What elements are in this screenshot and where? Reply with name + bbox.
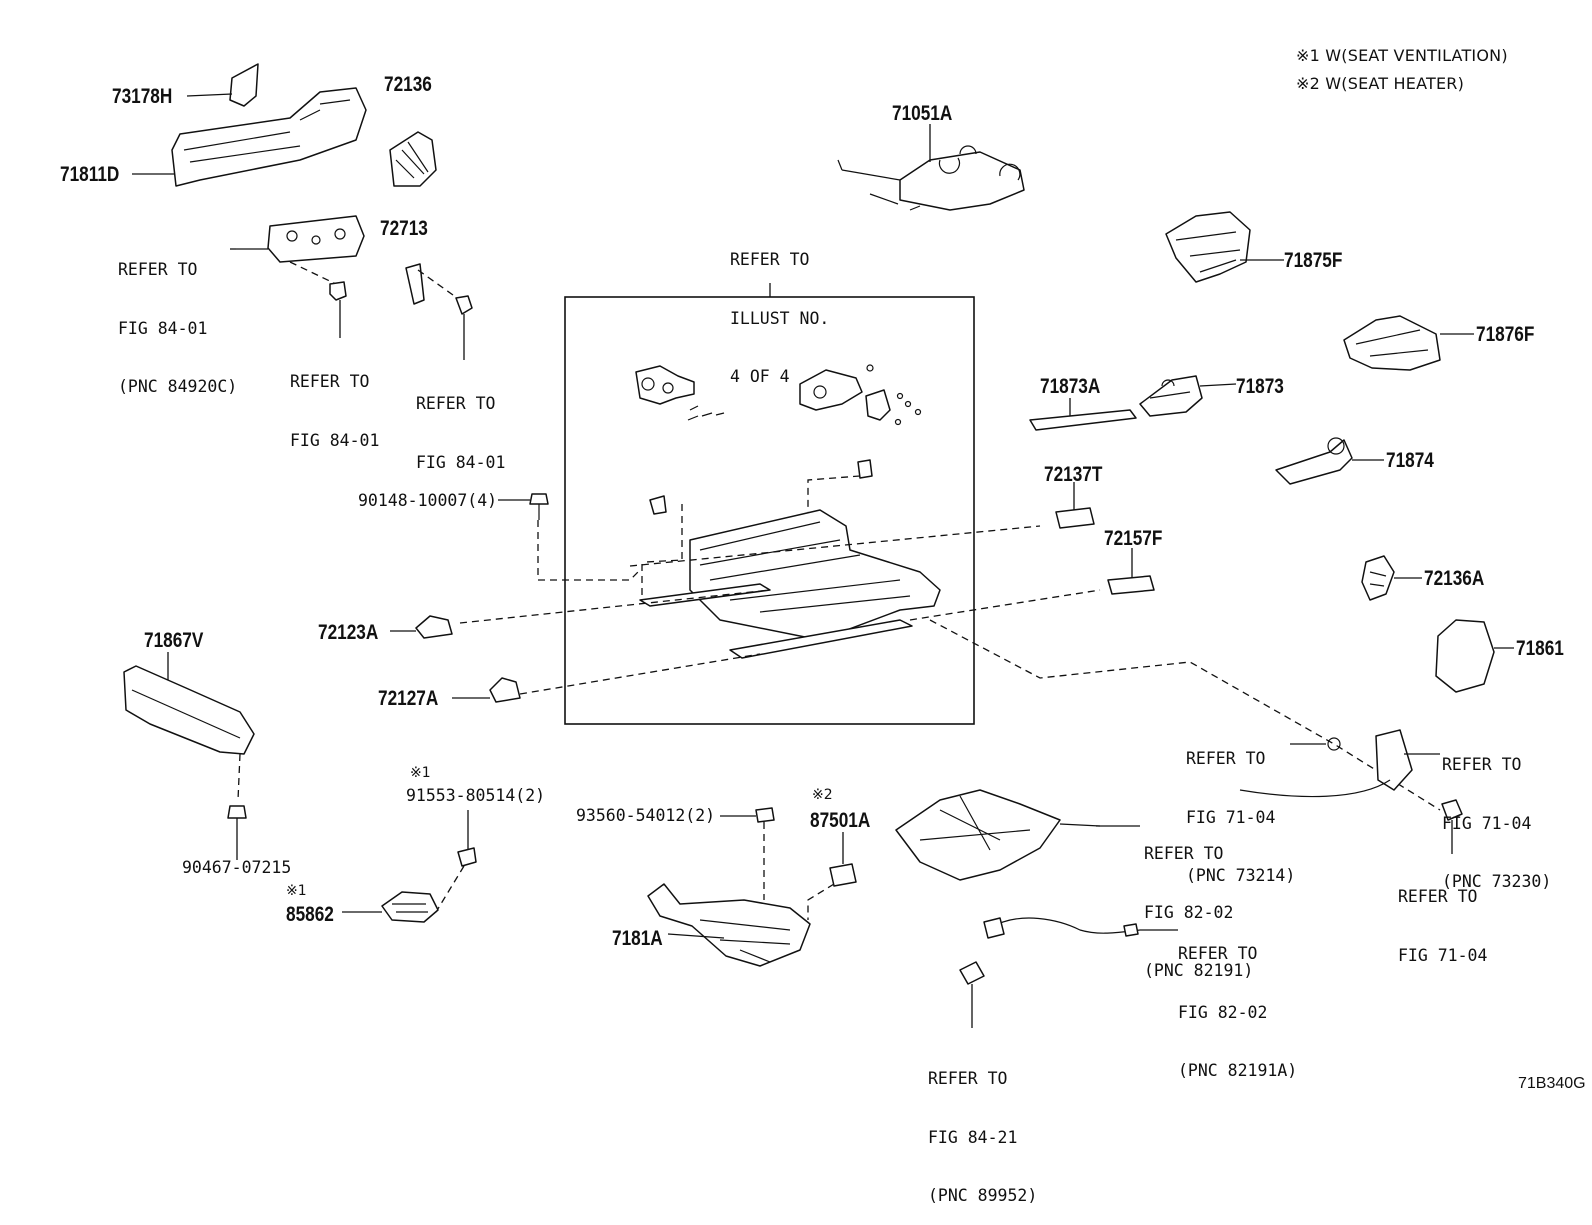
ref-fig-84-01-a: REFER TO FIG 84-01	[290, 372, 380, 450]
fan-85862-drawing	[342, 891, 439, 923]
part-label-71811d: 71811D	[60, 163, 120, 186]
cover-71873-drawing	[1139, 375, 1237, 417]
part-label-71861: 71861	[1516, 637, 1564, 660]
seat-track-frame-drawing	[639, 459, 941, 659]
figure-code: 71B340G	[1518, 1075, 1586, 1092]
exploded-parts-diagram	[123, 63, 1514, 1028]
ref-illust-4-of-4: REFER TO ILLUST NO. 4 OF 4	[730, 250, 830, 386]
part-label-72713: 72713	[380, 217, 428, 240]
part-label-71867v: 71867V	[144, 629, 204, 652]
mark-ventilation-91553: ※1	[410, 765, 431, 781]
legend-note-seat-heater: ※2 W(SEAT HEATER)	[1296, 74, 1465, 93]
part-label-73178h: 73178H	[112, 85, 173, 108]
part-label-71873a: 71873A	[1040, 375, 1101, 398]
part-label-72137t: 72137T	[1044, 463, 1103, 486]
ref-fig-82-02-pnc-82191a: REFER TO FIG 82-02 (PNC 82191A)	[1178, 944, 1298, 1080]
part-label-90467: 90467-07215	[182, 858, 292, 877]
part-label-71873: 71873	[1236, 375, 1284, 398]
cover-71874-drawing	[1275, 437, 1384, 485]
cover-72157f-drawing	[1107, 548, 1155, 595]
wire-82191a-drawing	[983, 917, 1178, 939]
cover-72123a-drawing	[390, 615, 453, 639]
wire-frame-71051a-drawing	[837, 124, 1025, 211]
screw-91553-drawing	[435, 810, 477, 913]
ref-fig-84-01-b: REFER TO FIG 84-01	[416, 394, 506, 472]
part-label-93560: 93560-54012(2)	[576, 806, 716, 825]
part-label-90148: 90148-10007(4)	[358, 491, 498, 510]
part-label-7181a: 7181A	[612, 927, 663, 950]
ref-fig-82-02-pnc-82191: REFER TO FIG 82-02 (PNC 82191)	[1144, 844, 1254, 980]
part-label-72123a: 72123A	[318, 621, 379, 644]
ref-fig-71-04-pnc-73214: REFER TO FIG 71-04 (PNC 73214)	[1186, 749, 1296, 885]
bracket-72713-drawing	[405, 263, 473, 360]
part-label-72136a: 72136A	[1424, 567, 1485, 590]
bolt-90148-drawing	[498, 493, 549, 520]
cover-71873a-drawing	[1029, 398, 1137, 431]
legend-note-seat-ventilation: ※1 W(SEAT VENTILATION)	[1296, 46, 1508, 65]
part-label-72136: 72136	[384, 73, 432, 96]
part-label-91553: 91553-80514(2)	[406, 786, 546, 805]
part-label-71874: 71874	[1386, 449, 1434, 472]
part-label-71876f: 71876F	[1476, 323, 1535, 346]
ref-fig-84-21-pnc-89952: REFER TO FIG 84-21 (PNC 89952)	[928, 1069, 1038, 1205]
part-label-85862: 85862	[286, 903, 334, 926]
lumbar-support-7181a-drawing	[647, 883, 811, 967]
ref-fig-71-04: REFER TO FIG 71-04	[1398, 887, 1488, 965]
cover-71861-drawing	[1435, 619, 1514, 693]
part-label-71051a: 71051A	[892, 102, 953, 125]
connector-89952-drawing	[959, 961, 985, 1028]
seat-side-shield-71811d-drawing	[132, 87, 367, 187]
seat-wire-harness-drawing	[895, 789, 1140, 881]
part-label-87501a: 87501A	[810, 809, 871, 832]
part-label-72157f: 72157F	[1104, 527, 1163, 550]
slide-motor-drawing	[635, 365, 725, 421]
cover-71875f-drawing	[1165, 211, 1284, 283]
mark-heater-87501a: ※2	[812, 787, 833, 803]
lifter-motor-drawing	[799, 364, 922, 426]
cover-72127a-drawing	[452, 677, 521, 703]
knob-72136-drawing	[389, 131, 437, 187]
cover-72137t-drawing	[1055, 482, 1095, 529]
seat-switch-73230-drawing	[1239, 729, 1463, 854]
bolt-93560-drawing	[720, 807, 775, 900]
shield-cover-73178h-drawing	[186, 63, 259, 107]
knob-72136a-drawing	[1361, 555, 1422, 601]
power-seat-switch-drawing	[236, 215, 365, 338]
garnish-71867v-drawing	[123, 652, 255, 860]
part-label-71875f: 71875F	[1284, 249, 1343, 272]
heater-module-87501a-drawing	[807, 832, 857, 920]
cover-71876f-drawing	[1343, 315, 1474, 371]
mark-ventilation-85862: ※1	[286, 883, 307, 899]
ref-fig-71-04-pnc-73230: REFER TO FIG 71-04 (PNC 73230)	[1442, 755, 1552, 891]
ref-fig-84-01-pnc-84920c: REFER TO FIG 84-01 (PNC 84920C)	[118, 260, 238, 396]
part-label-72127a: 72127A	[378, 687, 439, 710]
